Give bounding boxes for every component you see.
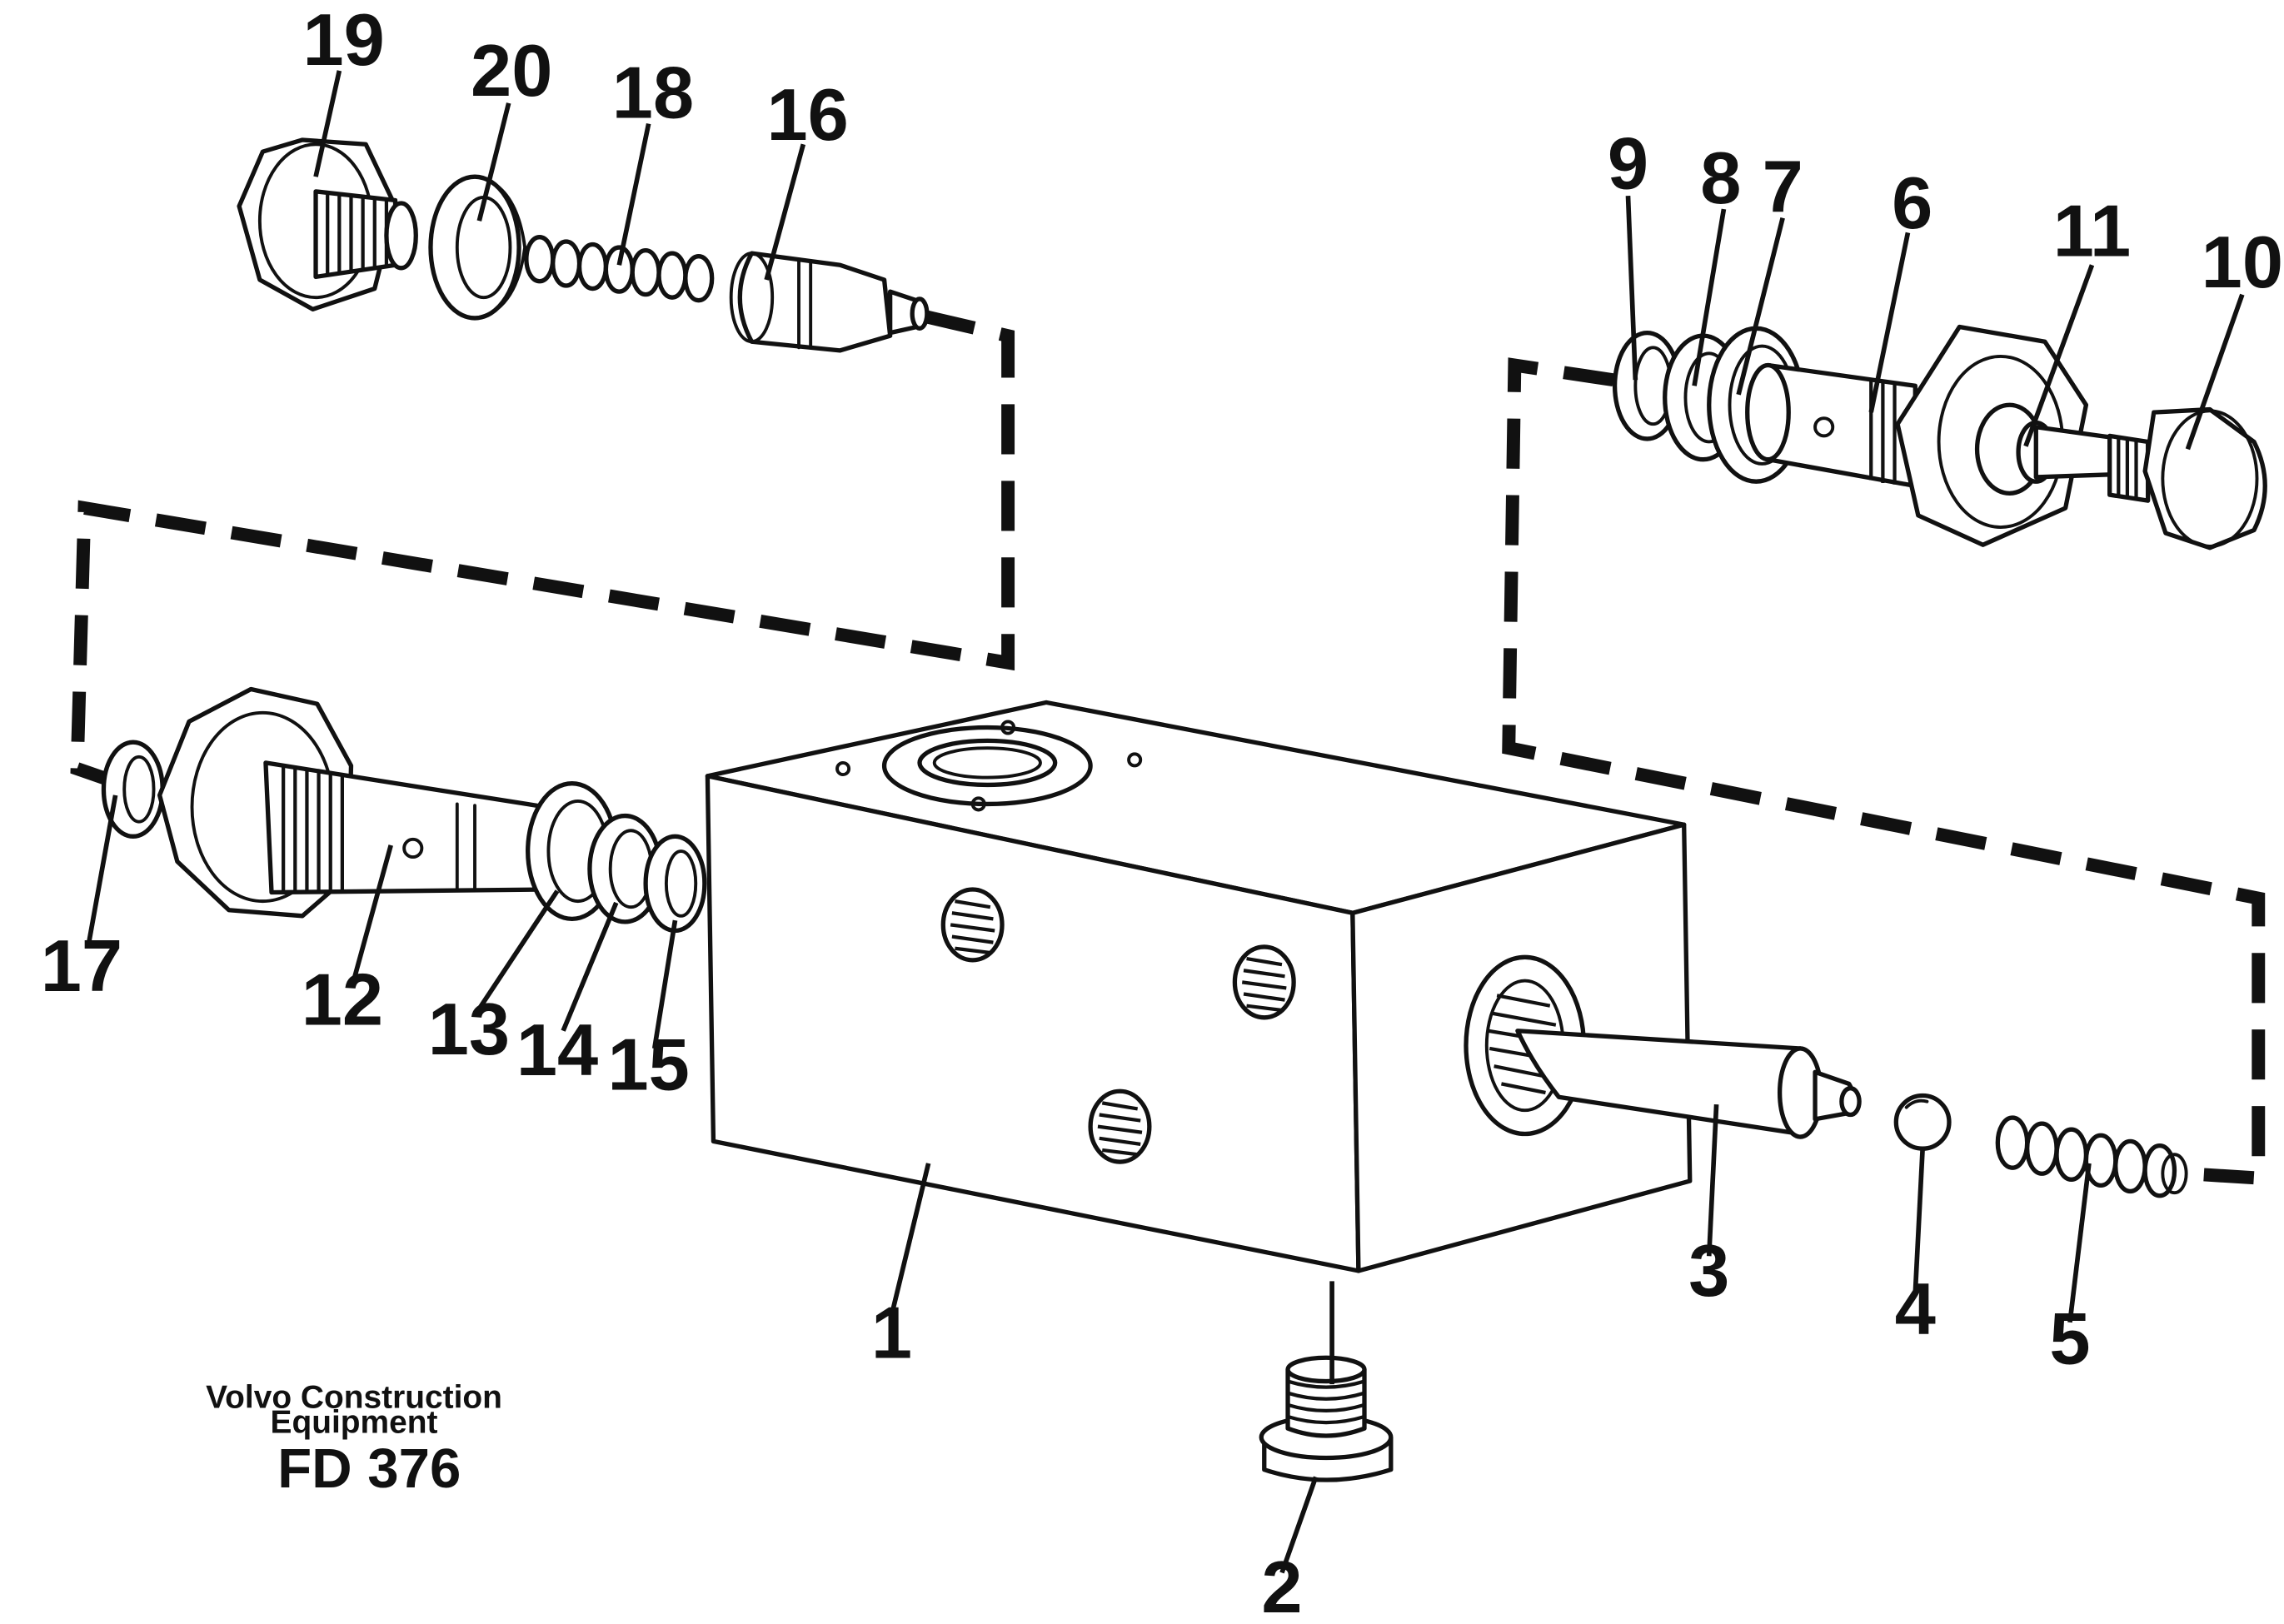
bolt-hole — [1127, 752, 1143, 768]
callout-9: 9 — [1608, 122, 1648, 204]
callout-10: 10 — [2202, 221, 2283, 303]
drawing-code: FD 376 — [277, 1437, 461, 1500]
callout-4: 4 — [1895, 1268, 1936, 1350]
front-port — [940, 887, 1005, 963]
relief-cap-19 — [237, 137, 418, 311]
spring-right — [1995, 1115, 2188, 1198]
callout-8: 8 — [1700, 137, 1741, 219]
callout-6: 6 — [1892, 162, 1932, 244]
adjust-stem-11 — [2016, 420, 2124, 484]
piston — [1515, 1029, 1862, 1139]
callout-19: 19 — [302, 0, 384, 81]
callout-14: 14 — [516, 1009, 598, 1091]
bolt-hole — [1000, 720, 1016, 735]
front-port — [1088, 1088, 1152, 1164]
callout-17: 17 — [41, 924, 122, 1007]
callout-12: 12 — [302, 959, 383, 1041]
ball — [1893, 1093, 1952, 1151]
callout-18: 18 — [612, 51, 694, 133]
poppet-16 — [729, 251, 930, 353]
ball-highlight — [1904, 1098, 1929, 1109]
valve-block — [705, 700, 1693, 1273]
top-port-inner — [932, 746, 1042, 780]
callout-15: 15 — [607, 1023, 689, 1105]
front-port — [1232, 944, 1296, 1020]
callout-20: 20 — [471, 29, 552, 112]
callout-11: 11 — [2053, 190, 2131, 272]
caption-company-line2: Equipment — [271, 1404, 438, 1440]
bolt-hole — [970, 796, 986, 812]
caption-block: Volvo Construction Equipment FD 376 — [206, 1379, 502, 1499]
valve-cartridge-6 — [1745, 362, 1917, 489]
callout-3: 3 — [1688, 1229, 1729, 1312]
dashed-line-right-assembly — [1502, 357, 2266, 1186]
callout-13: 13 — [428, 988, 510, 1070]
spring-18 — [524, 235, 715, 303]
seal-ring-20 — [428, 174, 527, 321]
callout-1: 1 — [871, 1291, 912, 1373]
callout-7: 7 — [1763, 146, 1803, 228]
bolt-hole — [835, 760, 851, 777]
dashed-line-left-assembly — [70, 310, 1015, 787]
callout-16: 16 — [766, 73, 848, 156]
housing-12 — [157, 686, 551, 919]
seal-ring-15 — [643, 834, 707, 934]
caption-company-line1: Volvo Construction — [206, 1379, 502, 1415]
assembly-dashed-lines — [70, 310, 2266, 1186]
callout-2: 2 — [1261, 1546, 1302, 1620]
callout-labels: 1 2 3 4 5 6 7 8 9 10 11 12 13 14 15 16 1… — [41, 0, 2283, 1624]
cap-nut-10 — [2107, 406, 2267, 550]
bottom-plug — [1259, 1355, 1394, 1482]
callout-5: 5 — [2049, 1297, 2090, 1379]
leader-lines — [86, 70, 2245, 1574]
